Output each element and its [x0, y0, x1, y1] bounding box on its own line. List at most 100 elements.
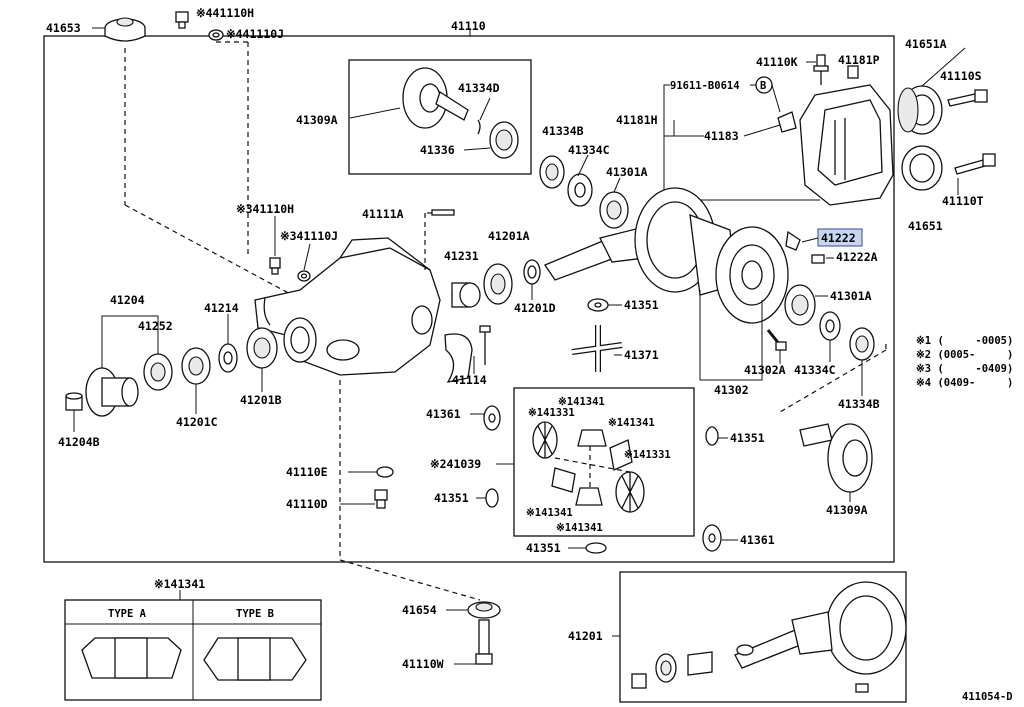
bearing-cap-41114[interactable] [444, 325, 491, 383]
seal-41651[interactable] [901, 145, 943, 191]
side-gear-141331-b[interactable] [615, 471, 645, 513]
washer-41361-b[interactable] [702, 524, 722, 552]
label-type-a: TYPE A [108, 608, 147, 620]
breather-41110K[interactable] [813, 54, 829, 85]
nut-41204B[interactable] [65, 392, 83, 411]
label-41222A: 41222A [836, 250, 878, 264]
bolt-41110S[interactable] [947, 89, 988, 107]
shim-41334C-mid[interactable] [819, 311, 841, 341]
dash-seal-b [779, 349, 887, 413]
leader-B [771, 84, 781, 113]
pin-41111A[interactable] [431, 209, 455, 216]
mount-41654[interactable] [467, 601, 501, 619]
label-41361-b: 41361 [740, 533, 775, 547]
bolt-41222A[interactable] [811, 254, 825, 264]
leader-41204 [101, 315, 159, 368]
bolt-441110H[interactable] [175, 11, 189, 29]
label-41110T: 41110T [942, 194, 984, 208]
label-141341-b: ※141341 [608, 417, 655, 429]
bearing-41201C[interactable] [181, 347, 211, 385]
washer-341110J[interactable] [297, 270, 311, 282]
washer-41351-b[interactable] [705, 426, 719, 446]
label-41302A: 41302A [744, 363, 786, 377]
label-91611: 91611-B0614 [670, 80, 740, 92]
flange-subbox [348, 59, 532, 175]
label-41114: 41114 [452, 373, 487, 387]
seal-41651A[interactable] [897, 85, 943, 135]
pinion-gear-subbox [513, 387, 695, 537]
label-141341-d: ※141341 [556, 522, 603, 534]
washer-41201D[interactable] [523, 259, 541, 285]
label-41351-d: 41351 [526, 541, 561, 555]
label-41231: 41231 [444, 249, 479, 263]
pinion-gear-141341-d[interactable] [575, 487, 603, 506]
label-41351-b: 41351 [730, 431, 765, 445]
lock-plate-41222[interactable] [785, 230, 801, 251]
label-41301A-mid: 41301A [830, 289, 872, 303]
label-141341-c: ※141341 [526, 507, 573, 519]
label-41302: 41302 [714, 383, 749, 397]
label-141341-type: ※141341 [154, 577, 205, 591]
label-341110J: ※341110J [280, 229, 338, 243]
snap-ring-41334D[interactable] [477, 119, 481, 135]
diff-cover-41181H[interactable] [799, 84, 894, 206]
label-41201A: 41201A [488, 229, 530, 243]
washer-41361-a[interactable] [483, 405, 501, 431]
seal-41252[interactable] [143, 353, 173, 391]
side-gear-141331-a[interactable] [532, 421, 558, 459]
label-41110E: 41110E [286, 465, 328, 479]
label-41110: 41110 [451, 19, 486, 33]
flange-41204[interactable] [85, 367, 139, 417]
bolt-41110W[interactable] [475, 619, 493, 665]
drain-plug-41110D[interactable] [374, 489, 388, 509]
bearing-41201B[interactable] [246, 327, 278, 369]
leader-41309A-top [349, 107, 401, 119]
label-41309A-top: 41309A [296, 113, 338, 127]
seal-41336[interactable] [489, 121, 519, 159]
pinion-gear-141341-c[interactable] [551, 467, 576, 493]
label-41371: 41371 [624, 348, 659, 362]
washer-41214[interactable] [218, 343, 238, 373]
spider-41371[interactable] [571, 325, 623, 372]
bolt-341110H[interactable] [269, 257, 281, 275]
bolt-41302A[interactable] [766, 329, 787, 351]
label-type-b: TYPE B [236, 608, 274, 620]
drive-pinion[interactable] [544, 227, 646, 281]
carrier-housing[interactable] [254, 237, 441, 376]
bearing-41201A[interactable] [483, 263, 513, 305]
differential-case-41302[interactable] [634, 187, 789, 324]
spacer-41231[interactable] [451, 282, 481, 308]
label-41181H: 41181H [616, 113, 658, 127]
ring-gear-set-41201[interactable] [631, 581, 907, 693]
label-41214: 41214 [204, 301, 239, 315]
gasket-41183[interactable] [777, 111, 797, 133]
label-41334D: 41334D [458, 81, 500, 95]
label-41336: 41336 [420, 143, 455, 157]
leader-41222 [801, 237, 819, 243]
shim-41334C-top[interactable] [567, 173, 593, 207]
note-1: ※1 ( -0005) [916, 335, 1013, 347]
label-141331-b: ※141331 [624, 449, 671, 461]
bolt-41110T[interactable] [954, 153, 996, 175]
washer-441110J[interactable] [208, 29, 224, 41]
washer-41351-d[interactable] [585, 542, 607, 554]
gasket-41110E[interactable] [376, 466, 394, 478]
leader-41334C-top [577, 154, 589, 177]
pinion-gear-141341-b[interactable] [609, 439, 633, 471]
label-41651A: 41651A [905, 37, 947, 51]
label-41334B-top: 41334B [542, 124, 584, 138]
bearing-41334B-mid[interactable] [849, 327, 875, 361]
bearing-41334B-top[interactable] [539, 155, 565, 189]
plug-41181P[interactable] [847, 65, 859, 79]
washer-41351-c[interactable] [485, 488, 499, 508]
bearing-41301A-top[interactable] [599, 191, 629, 229]
flange-41309A-bot[interactable] [799, 423, 873, 493]
label-41361-a: 41361 [426, 407, 461, 421]
washer-41351-a[interactable] [587, 298, 609, 312]
label-441110J: ※441110J [226, 27, 284, 41]
pinion-gear-141341-a[interactable] [577, 429, 607, 447]
bearing-41301A-mid[interactable] [784, 284, 816, 326]
flange-41309A-top[interactable] [402, 67, 469, 129]
cap-41653[interactable] [104, 17, 146, 42]
